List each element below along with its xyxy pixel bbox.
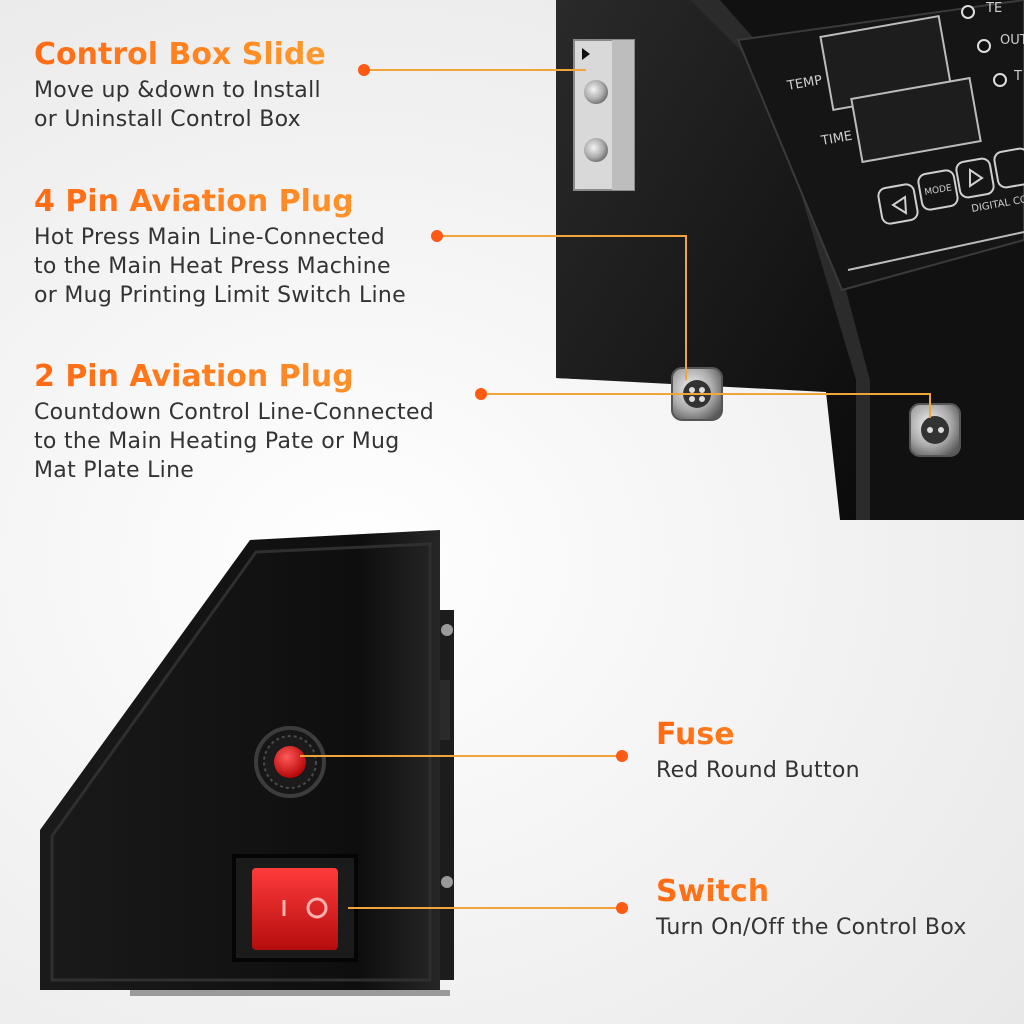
feature-title: Switch: [656, 875, 967, 909]
feature-description: Move up &down to Install or Uninstall Co…: [34, 76, 326, 134]
feature-description: Hot Press Main Line-Connected to the Mai…: [34, 223, 406, 310]
control-box-top: TEMP TIME MODE DIGITAL CO TE OUT T: [556, 0, 1024, 520]
left-arrow-icon: [891, 195, 908, 215]
description-line: Countdown Control Line-Connected: [34, 400, 435, 425]
feature-description: Red Round Button: [656, 756, 860, 785]
down-button[interactable]: [877, 183, 919, 225]
description-line: Hot Press Main Line-Connected: [34, 225, 385, 250]
up-button[interactable]: [955, 157, 995, 199]
description-line: or Mug Printing Limit Switch Line: [34, 283, 407, 308]
indicator-light: [977, 39, 991, 53]
indicator-label: T: [1013, 69, 1022, 84]
feature-2-pin-plug: 2 Pin Aviation Plug Countdown Control Li…: [34, 360, 434, 485]
leader-line-4pin: [437, 235, 687, 380]
description-line: Turn On/Off the Control Box: [656, 915, 967, 940]
description-line: Red Round Button: [656, 758, 860, 783]
feature-title: 2 Pin Aviation Plug: [34, 360, 434, 394]
stop-button[interactable]: [993, 147, 1024, 189]
indicator-label: OUT: [1000, 33, 1024, 48]
feature-switch: Switch Turn On/Off the Control Box: [656, 875, 967, 942]
mode-button[interactable]: [917, 169, 959, 211]
leader-dot: [431, 230, 443, 242]
feature-title: Fuse: [656, 718, 860, 752]
feature-title: 4 Pin Aviation Plug: [34, 185, 406, 219]
leader-dot: [358, 64, 370, 76]
temp-label: TEMP: [785, 73, 823, 94]
feature-description: Countdown Control Line-Connected to the …: [34, 398, 434, 485]
leader-dot: [475, 388, 487, 400]
leader-dot: [616, 902, 628, 914]
indicator-label: TE: [985, 1, 1002, 16]
fuse-button[interactable]: [274, 746, 306, 778]
leader-line-2pin: [481, 393, 931, 418]
control-box-slide-bracket: [573, 39, 635, 191]
description-line: or Uninstall Control Box: [34, 107, 301, 132]
description-line: to the Main Heat Press Machine: [34, 254, 391, 279]
right-arrow-icon: [969, 168, 984, 188]
time-label: TIME: [819, 129, 853, 149]
feature-title: Control Box Slide: [34, 37, 326, 72]
description-line: Move up &down to Install: [34, 78, 321, 103]
feature-4-pin-plug: 4 Pin Aviation Plug Hot Press Main Line-…: [34, 185, 406, 310]
feature-control-box-slide: Control Box Slide Move up &down to Insta…: [34, 38, 326, 134]
rocker-switch[interactable]: [252, 868, 338, 950]
feature-fuse: Fuse Red Round Button: [656, 718, 860, 785]
two-pin-plug: [909, 403, 961, 457]
description-line: to the Main Heating Pate or Mug: [34, 429, 400, 454]
leader-dot: [616, 750, 628, 762]
fuse-holder: [254, 726, 326, 798]
indicator-light: [961, 5, 975, 19]
power-switch: [232, 854, 358, 962]
description-line: Mat Plate Line: [34, 458, 195, 483]
mode-label: MODE: [924, 183, 953, 198]
feature-description: Turn On/Off the Control Box: [656, 913, 967, 942]
indicator-light: [993, 73, 1007, 87]
